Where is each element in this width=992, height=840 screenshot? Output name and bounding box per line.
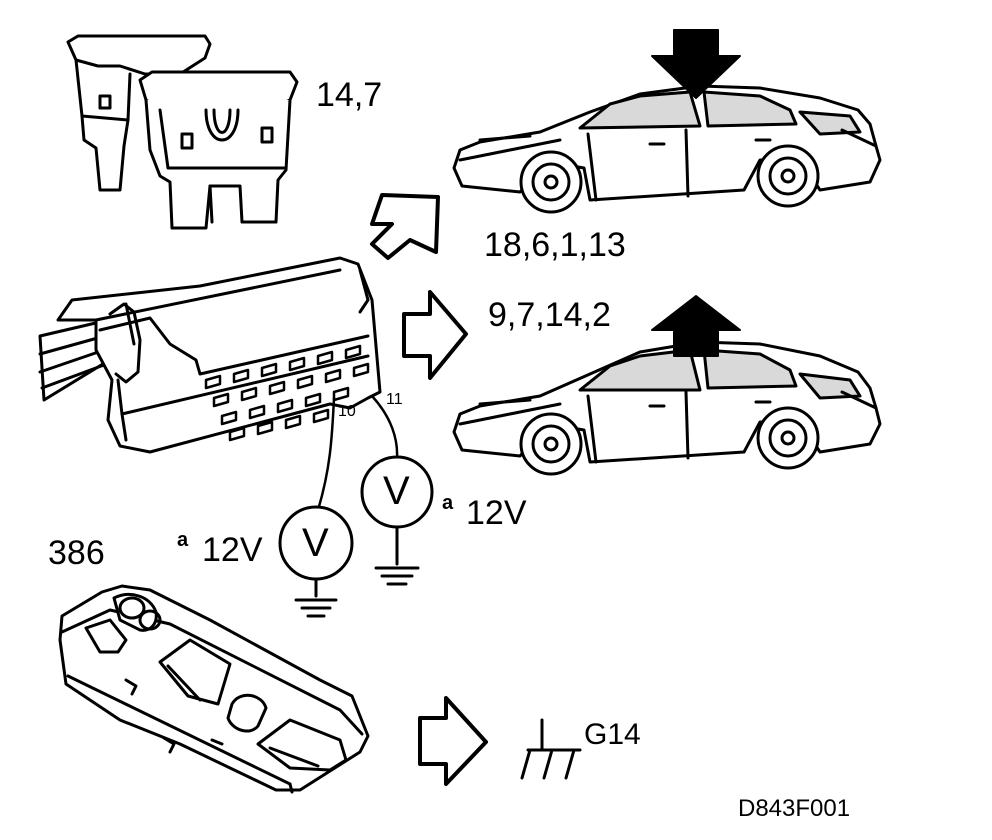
figure-code: D843F001 xyxy=(738,795,851,822)
arrow-down-icon xyxy=(651,29,741,99)
voltage-left-superscript: a xyxy=(177,529,189,551)
window-switch-icon xyxy=(58,584,370,794)
fuse-labels: 14,7 xyxy=(316,76,383,114)
voltage-right-value: 12V xyxy=(466,494,527,532)
voltmeter-right-symbol: V xyxy=(383,469,410,513)
voltage-right-superscript: a xyxy=(442,492,454,514)
fuse-icon-front xyxy=(138,70,299,230)
connector-icon xyxy=(38,256,382,454)
car-icon-bottom xyxy=(452,340,882,476)
ground-icon-left xyxy=(294,598,338,618)
voltmeter-icon-right xyxy=(360,455,434,566)
switch-component-label: 386 xyxy=(48,534,105,572)
hollow-arrow-icon-diagonal xyxy=(370,193,440,260)
probe-wire-11 xyxy=(370,394,399,460)
connector-pin-b: 11 xyxy=(386,391,403,408)
probe-wire-10 xyxy=(316,396,336,512)
voltmeter-left-symbol: V xyxy=(302,521,329,565)
arrow-up-icon xyxy=(651,295,741,357)
voltmeter-icon-left xyxy=(278,505,354,598)
car-icon-top xyxy=(452,84,882,214)
hollow-arrow-icon-right-mid xyxy=(402,290,468,380)
ground-icon-right xyxy=(374,566,420,586)
ground-point-label: G14 xyxy=(584,718,641,751)
car-door-closed-pins: 18,6,1,13 xyxy=(484,226,626,264)
chassis-ground-icon xyxy=(520,718,582,780)
car-door-open-pins: 9,7,14,2 xyxy=(488,296,611,334)
hollow-arrow-icon-right-bottom xyxy=(418,696,488,786)
connector-pin-a: 10 xyxy=(338,403,356,420)
voltage-left-value: 12V xyxy=(202,531,263,569)
